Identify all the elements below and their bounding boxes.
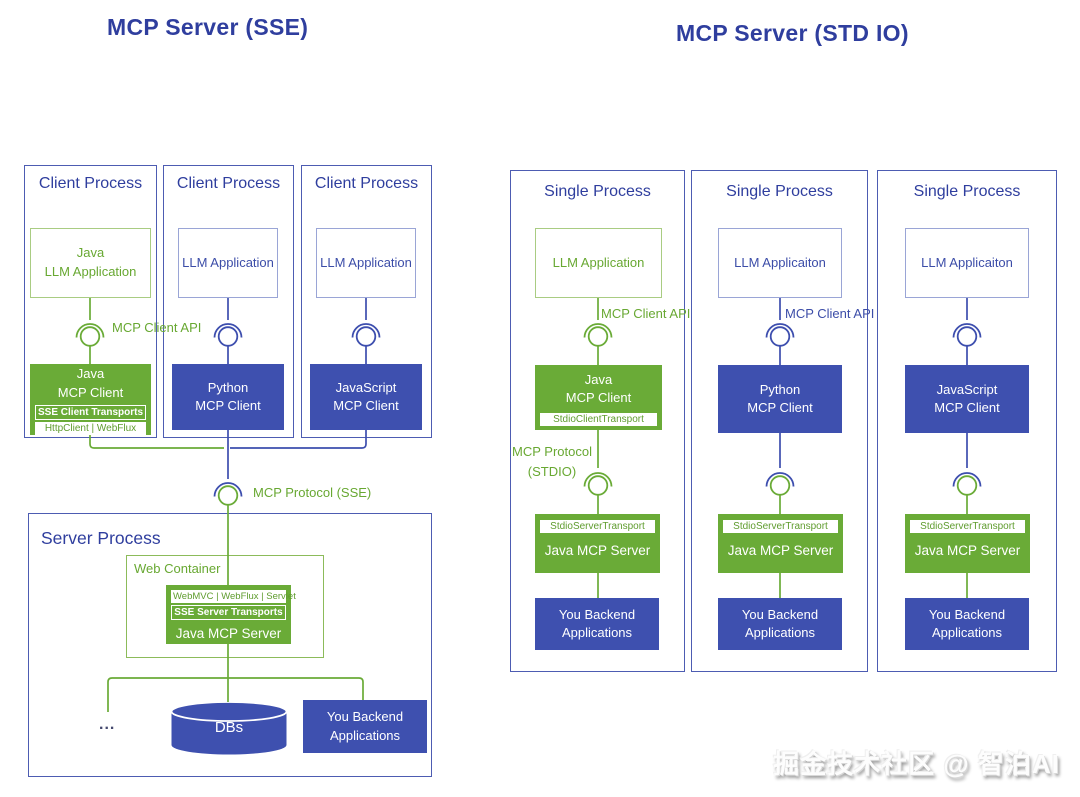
backend-applications-node: You Backend Applications	[303, 700, 427, 753]
httpclient-webflux-strip: HttpClient | WebFlux	[35, 421, 146, 435]
backend-label-line: Applications	[329, 727, 401, 743]
mcp-client-label-line: MCP Client	[333, 398, 399, 413]
java-mcp-server-node: StdioServerTransport Java MCP Server	[905, 514, 1030, 573]
llm-application-node: LLM Application	[178, 228, 278, 298]
llm-application-label-line: LLM Application	[320, 254, 412, 270]
mcp-client-label-line: MCP Client	[747, 400, 813, 415]
watermark-text: 掘金技术社区 @ 智泊AI	[773, 749, 1060, 779]
mcp-client-label-line: MCP Client	[57, 384, 124, 400]
stdio-client-transport-strip: StdioClientTransport	[540, 413, 657, 427]
llm-application-label-line: LLM Application	[44, 264, 137, 279]
llm-application-label-line: Java	[76, 245, 105, 261]
server-process-title: Server Process	[41, 528, 161, 548]
single-process-title: Single Process	[913, 183, 1021, 200]
mcp-client-label-line: MCP Client	[934, 400, 1000, 415]
python-mcp-client-node: Python MCP Client	[172, 364, 284, 430]
backend-label-line: Applications	[561, 625, 633, 640]
llm-application-node: LLM Application	[535, 228, 662, 298]
single-process-title: Single Process	[726, 183, 833, 200]
stdio-server-transport-strip: StdioServerTransport	[540, 520, 655, 533]
client-process-title: Client Process	[314, 175, 419, 192]
backend-label-line: You Backend	[558, 606, 636, 622]
mcp-client-api-label: MCP Client API	[785, 306, 875, 321]
backend-label-line: Applications	[744, 625, 816, 640]
python-mcp-client-node: Python MCP Client	[718, 365, 842, 433]
mcp-client-label-line: Java	[584, 371, 613, 387]
mcp-protocol-stdio-label: MCP Protocol (STDIO)	[506, 442, 598, 482]
backend-applications-node: You Backend Applications	[905, 598, 1029, 650]
webmvc-webflux-servlet-strip: WebMVC | WebFlux | Servlet	[171, 590, 296, 603]
web-container-label: Web Container	[134, 561, 221, 576]
llm-application-node: Java LLM Application	[30, 228, 151, 298]
java-mcp-client-node: Java MCP Client SSE Client Transports Ht…	[30, 364, 151, 435]
backend-label-line: Applications	[931, 625, 1003, 640]
llm-application-node: LLM Applicaiton	[905, 228, 1029, 298]
llm-application-node: LLM Applicaiton	[718, 228, 842, 298]
java-mcp-server-label: Java MCP Server	[914, 543, 1021, 558]
mcp-protocol-label-line: MCP Protocol	[512, 444, 592, 459]
backend-label-line: You Backend	[741, 606, 819, 622]
mcp-protocol-sse-label: MCP Protocol (SSE)	[253, 485, 372, 500]
java-mcp-server-label: Java MCP Server	[727, 543, 834, 558]
mcp-client-label-line: MCP Client	[565, 390, 632, 405]
backend-applications-node: You Backend Applications	[535, 598, 659, 650]
mcp-client-label-line: JavaScript	[335, 379, 397, 395]
llm-application-label-line: LLM Application	[182, 254, 274, 270]
client-process-title: Client Process	[38, 175, 143, 192]
backend-applications-node: You Backend Applications	[718, 598, 842, 650]
mcp-client-label-line: MCP Client	[195, 398, 261, 413]
mcp-client-label-line: Python	[759, 381, 801, 397]
mcp-protocol-label-line: (STDIO)	[527, 464, 577, 480]
llm-application-label-line: LLM Application	[552, 254, 645, 270]
interface-connector-icon	[213, 482, 243, 506]
sse-client-transports-strip: SSE Client Transports	[35, 404, 146, 420]
llm-application-label-line: LLM Applicaiton	[921, 254, 1013, 270]
java-mcp-server-label: Java MCP Server	[544, 543, 651, 558]
java-mcp-server-label: Java MCP Server	[175, 626, 282, 641]
single-process-title: Single Process	[544, 183, 651, 200]
javascript-mcp-client-node: JavaScript MCP Client	[905, 365, 1029, 433]
llm-application-node: LLM Application	[316, 228, 416, 298]
sse-section-title: MCP Server (SSE)	[107, 14, 309, 40]
mcp-client-api-label: MCP Client API	[601, 306, 691, 321]
backend-label-line: You Backend	[928, 606, 1006, 622]
web-container-box	[126, 555, 324, 658]
java-mcp-server-node: WebMVC | WebFlux | Servlet SSE Server Tr…	[166, 585, 296, 644]
mcp-client-api-label: MCP Client API	[112, 320, 202, 335]
stdio-section-title: MCP Server (STD IO)	[676, 20, 909, 46]
stdio-server-transport-strip: StdioServerTransport	[910, 520, 1025, 533]
mcp-client-label-line: Python	[207, 379, 249, 395]
javascript-mcp-client-node: JavaScript MCP Client	[310, 364, 422, 430]
llm-application-label-line: LLM Applicaiton	[734, 254, 826, 270]
sse-server-transports-strip: SSE Server Transports	[171, 605, 286, 620]
mcp-client-label-line: Java	[76, 366, 105, 382]
dbs-label: DBs	[214, 719, 244, 736]
stdio-server-transport-strip: StdioServerTransport	[723, 520, 838, 533]
java-mcp-server-node: StdioServerTransport Java MCP Server	[535, 514, 660, 573]
java-mcp-server-node: StdioServerTransport Java MCP Server	[718, 514, 843, 573]
mcp-client-label-line: JavaScript	[936, 381, 998, 397]
backend-label-line: You Backend	[326, 709, 404, 725]
client-process-title: Client Process	[176, 175, 281, 192]
more-backends-ellipsis: ...	[99, 716, 116, 733]
java-mcp-client-node: Java MCP Client StdioClientTransport	[535, 365, 662, 430]
